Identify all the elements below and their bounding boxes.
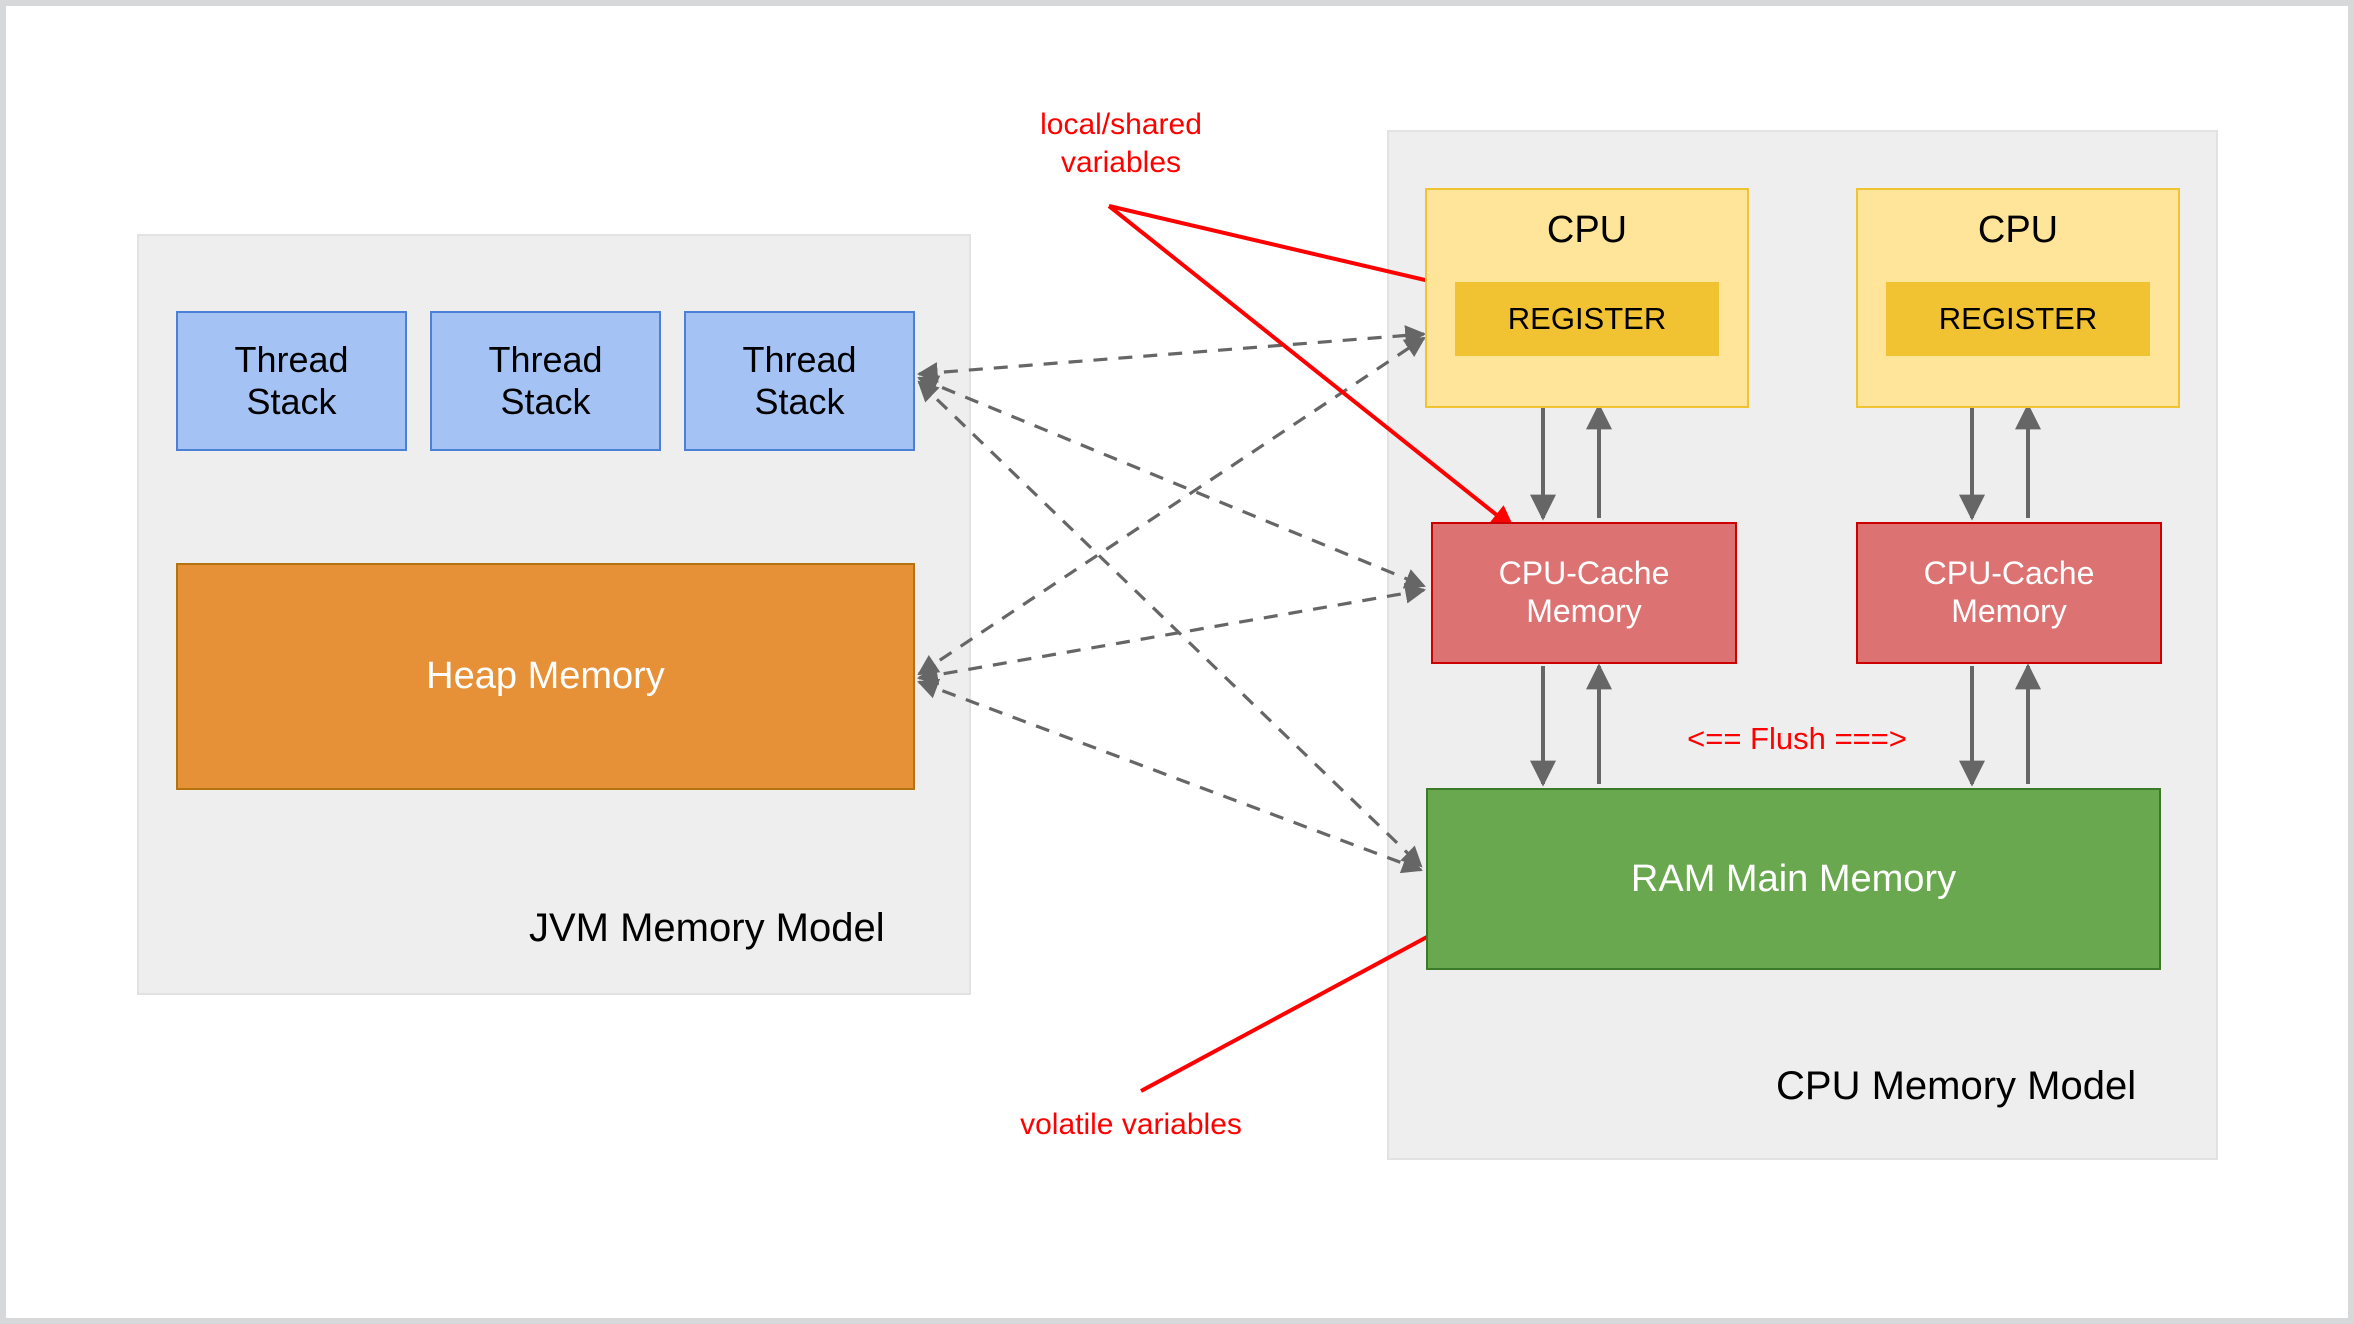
edge-heap-ram — [917, 678, 1423, 874]
jvm-memory-model-title: JVM Memory Model — [529, 906, 885, 950]
register-box-1: REGISTER — [1455, 282, 1719, 356]
thread-stack-label-1: Thread Stack — [234, 338, 349, 422]
local-shared-variables-label: local/shared variables — [1040, 108, 1202, 179]
flush-label: <== Flush ===> — [1687, 721, 1907, 756]
cpu-cache-memory-label-2: CPU-Cache Memory — [1923, 555, 2095, 629]
volatile-variables-label: volatile variables — [1020, 1108, 1242, 1141]
edge-heap-register — [917, 336, 1426, 676]
cpu-cache-memory-label-1: CPU-Cache Memory — [1498, 555, 1670, 629]
heap-memory-box: Heap Memory — [176, 563, 915, 790]
register-box-2: REGISTER — [1886, 282, 2150, 356]
cpu-cache-memory-box-2: CPU-Cache Memory — [1856, 522, 2162, 664]
cpu-cache-memory-box-1: CPU-Cache Memory — [1431, 522, 1737, 664]
cpu-box-2: CPU REGISTER — [1856, 188, 2180, 408]
edge-threadstack-register — [916, 325, 1427, 383]
ram-main-memory-label: RAM Main Memory — [1630, 857, 1957, 900]
ram-main-memory-box: RAM Main Memory — [1426, 788, 2161, 970]
cpu-box-1: CPU REGISTER — [1425, 188, 1749, 408]
edge-threadstack-cache — [917, 375, 1426, 589]
edge-threadstack-ram — [917, 380, 1423, 868]
thread-stack-label-3: Thread Stack — [742, 338, 857, 422]
thread-stack-box-3: Thread Stack — [684, 311, 915, 451]
thread-stack-label-2: Thread Stack — [488, 338, 603, 422]
edge-heap-cache — [916, 582, 1427, 686]
cpu-label-1: CPU — [1546, 209, 1628, 251]
thread-stack-box-1: Thread Stack — [176, 311, 407, 451]
cpu-memory-model-title: CPU Memory Model — [1776, 1064, 2137, 1108]
cpu-label-2: CPU — [1977, 209, 2059, 251]
heap-memory-label: Heap Memory — [426, 655, 665, 698]
thread-stack-box-2: Thread Stack — [430, 311, 661, 451]
